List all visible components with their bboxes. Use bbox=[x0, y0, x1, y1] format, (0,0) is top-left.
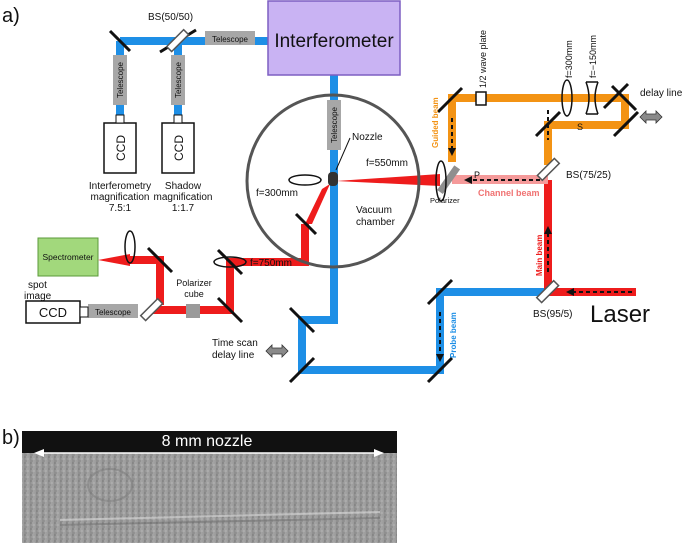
bs-75-25-label: BS(75/25) bbox=[566, 170, 611, 181]
telescope-top-label: Telescope bbox=[212, 35, 249, 44]
half-wave-plate-label: 1/2 wave plate bbox=[478, 30, 488, 88]
f550-label: f=550mm bbox=[366, 158, 408, 169]
ccd-shadow-connector bbox=[173, 114, 183, 124]
polarizer-cube-label-2: cube bbox=[184, 289, 204, 299]
time-scan-delay-arrow bbox=[265, 344, 289, 358]
telescope-mid bbox=[171, 55, 185, 105]
s-polarization-label: S bbox=[577, 122, 583, 132]
vacuum-label-2: chamber bbox=[356, 217, 396, 228]
telescope-left bbox=[113, 55, 127, 105]
delay-line-arrow-right bbox=[639, 110, 663, 124]
f300-right-label: f=300mm bbox=[564, 40, 574, 78]
ccd-shadow bbox=[161, 122, 195, 174]
shadow-caption: Shadow bbox=[165, 181, 202, 192]
panel-a-label: a) bbox=[2, 5, 20, 27]
f300-left-label: f=300mm bbox=[256, 188, 298, 199]
ccd-spot-label: CCD bbox=[39, 305, 67, 320]
bs-95-5-label: BS(95/5) bbox=[533, 309, 572, 320]
time-scan-label-1: Time scan bbox=[212, 338, 258, 349]
bs-50-50-label: BS(50/50) bbox=[148, 12, 193, 23]
guided-beam-label: Guided beam bbox=[431, 97, 440, 148]
arrowheads bbox=[436, 148, 574, 362]
ccd-shadow-label: CCD bbox=[172, 135, 186, 161]
ccd-interferometry-label: CCD bbox=[114, 135, 128, 161]
interferometer-box bbox=[267, 0, 401, 76]
telescope-chamber bbox=[327, 100, 341, 150]
polarizer bbox=[437, 165, 461, 195]
polarizer-label: Polarizer bbox=[430, 196, 460, 205]
beam-splitters bbox=[139, 28, 561, 322]
nozzle-shadow-band bbox=[22, 431, 397, 453]
lenses bbox=[124, 79, 599, 268]
telescope-bottom-label: Telescope bbox=[95, 308, 132, 317]
spectrometer-box bbox=[37, 237, 99, 277]
spot-image-label-2: image bbox=[24, 291, 52, 302]
panel-b-image: 8 mm nozzle bbox=[22, 431, 397, 543]
time-scan-label-2: delay line bbox=[212, 350, 255, 361]
main-beam-label: Main beam bbox=[535, 235, 544, 276]
spectrometer-beam-cone bbox=[98, 254, 130, 266]
scale-bar-arrow-right bbox=[374, 449, 384, 457]
ccd-spot-connector bbox=[79, 306, 89, 318]
p-polarization-label: P bbox=[474, 170, 480, 180]
panel-b-label: b) bbox=[2, 427, 20, 449]
scale-bar-arrow-left bbox=[34, 449, 44, 457]
shadow-magnification: magnification bbox=[154, 192, 213, 203]
f750-label: f=750mm bbox=[250, 258, 292, 269]
nozzle bbox=[328, 172, 338, 186]
spot-image-label-1: spot bbox=[28, 280, 47, 291]
shadow-ratio: 1:1.7 bbox=[172, 203, 195, 214]
nozzle-label: Nozzle bbox=[352, 132, 383, 143]
polarizer-cube bbox=[186, 304, 200, 318]
vacuum-label-1: Vacuum bbox=[356, 205, 392, 216]
laser-label: Laser bbox=[590, 301, 650, 328]
channel-streak-2 bbox=[59, 517, 381, 526]
channel-beam-label: Channel beam bbox=[478, 188, 540, 198]
delay-line-label: delay line bbox=[640, 88, 683, 99]
ccd-interferometry-connector bbox=[115, 114, 125, 124]
scale-bar-label: 8 mm nozzle bbox=[162, 433, 253, 450]
pink-channel-beam bbox=[452, 175, 548, 184]
direction-arrows bbox=[439, 110, 632, 355]
f-neg150-label: f=−150mm bbox=[588, 35, 598, 78]
spectrometer-label: Spectrometer bbox=[42, 252, 93, 262]
vacuum-chamber bbox=[245, 93, 421, 269]
polarizer-cube-label-1: Polarizer bbox=[176, 278, 212, 288]
telescope-left-label: Telescope bbox=[116, 61, 125, 98]
image-feature bbox=[87, 468, 133, 502]
interferometry-ratio: 7.5:1 bbox=[109, 203, 132, 214]
interferometer-label: Interferometer bbox=[274, 31, 394, 52]
telescope-bottom bbox=[88, 304, 138, 318]
channel-streak bbox=[59, 511, 381, 521]
focused-beam-cone bbox=[336, 174, 440, 186]
telescope-mid-label: Telescope bbox=[174, 61, 183, 98]
half-wave-plate bbox=[475, 91, 487, 106]
interferometry-magnification: magnification bbox=[91, 192, 150, 203]
chamber-exit-beam bbox=[305, 184, 330, 224]
telescope-chamber-label: Telescope bbox=[330, 106, 339, 143]
interferometry-caption: Interferometry bbox=[89, 181, 151, 192]
telescope-top bbox=[205, 31, 255, 45]
probe-beam-label: Probe beam bbox=[449, 312, 458, 358]
nozzle-pointer bbox=[335, 137, 351, 171]
